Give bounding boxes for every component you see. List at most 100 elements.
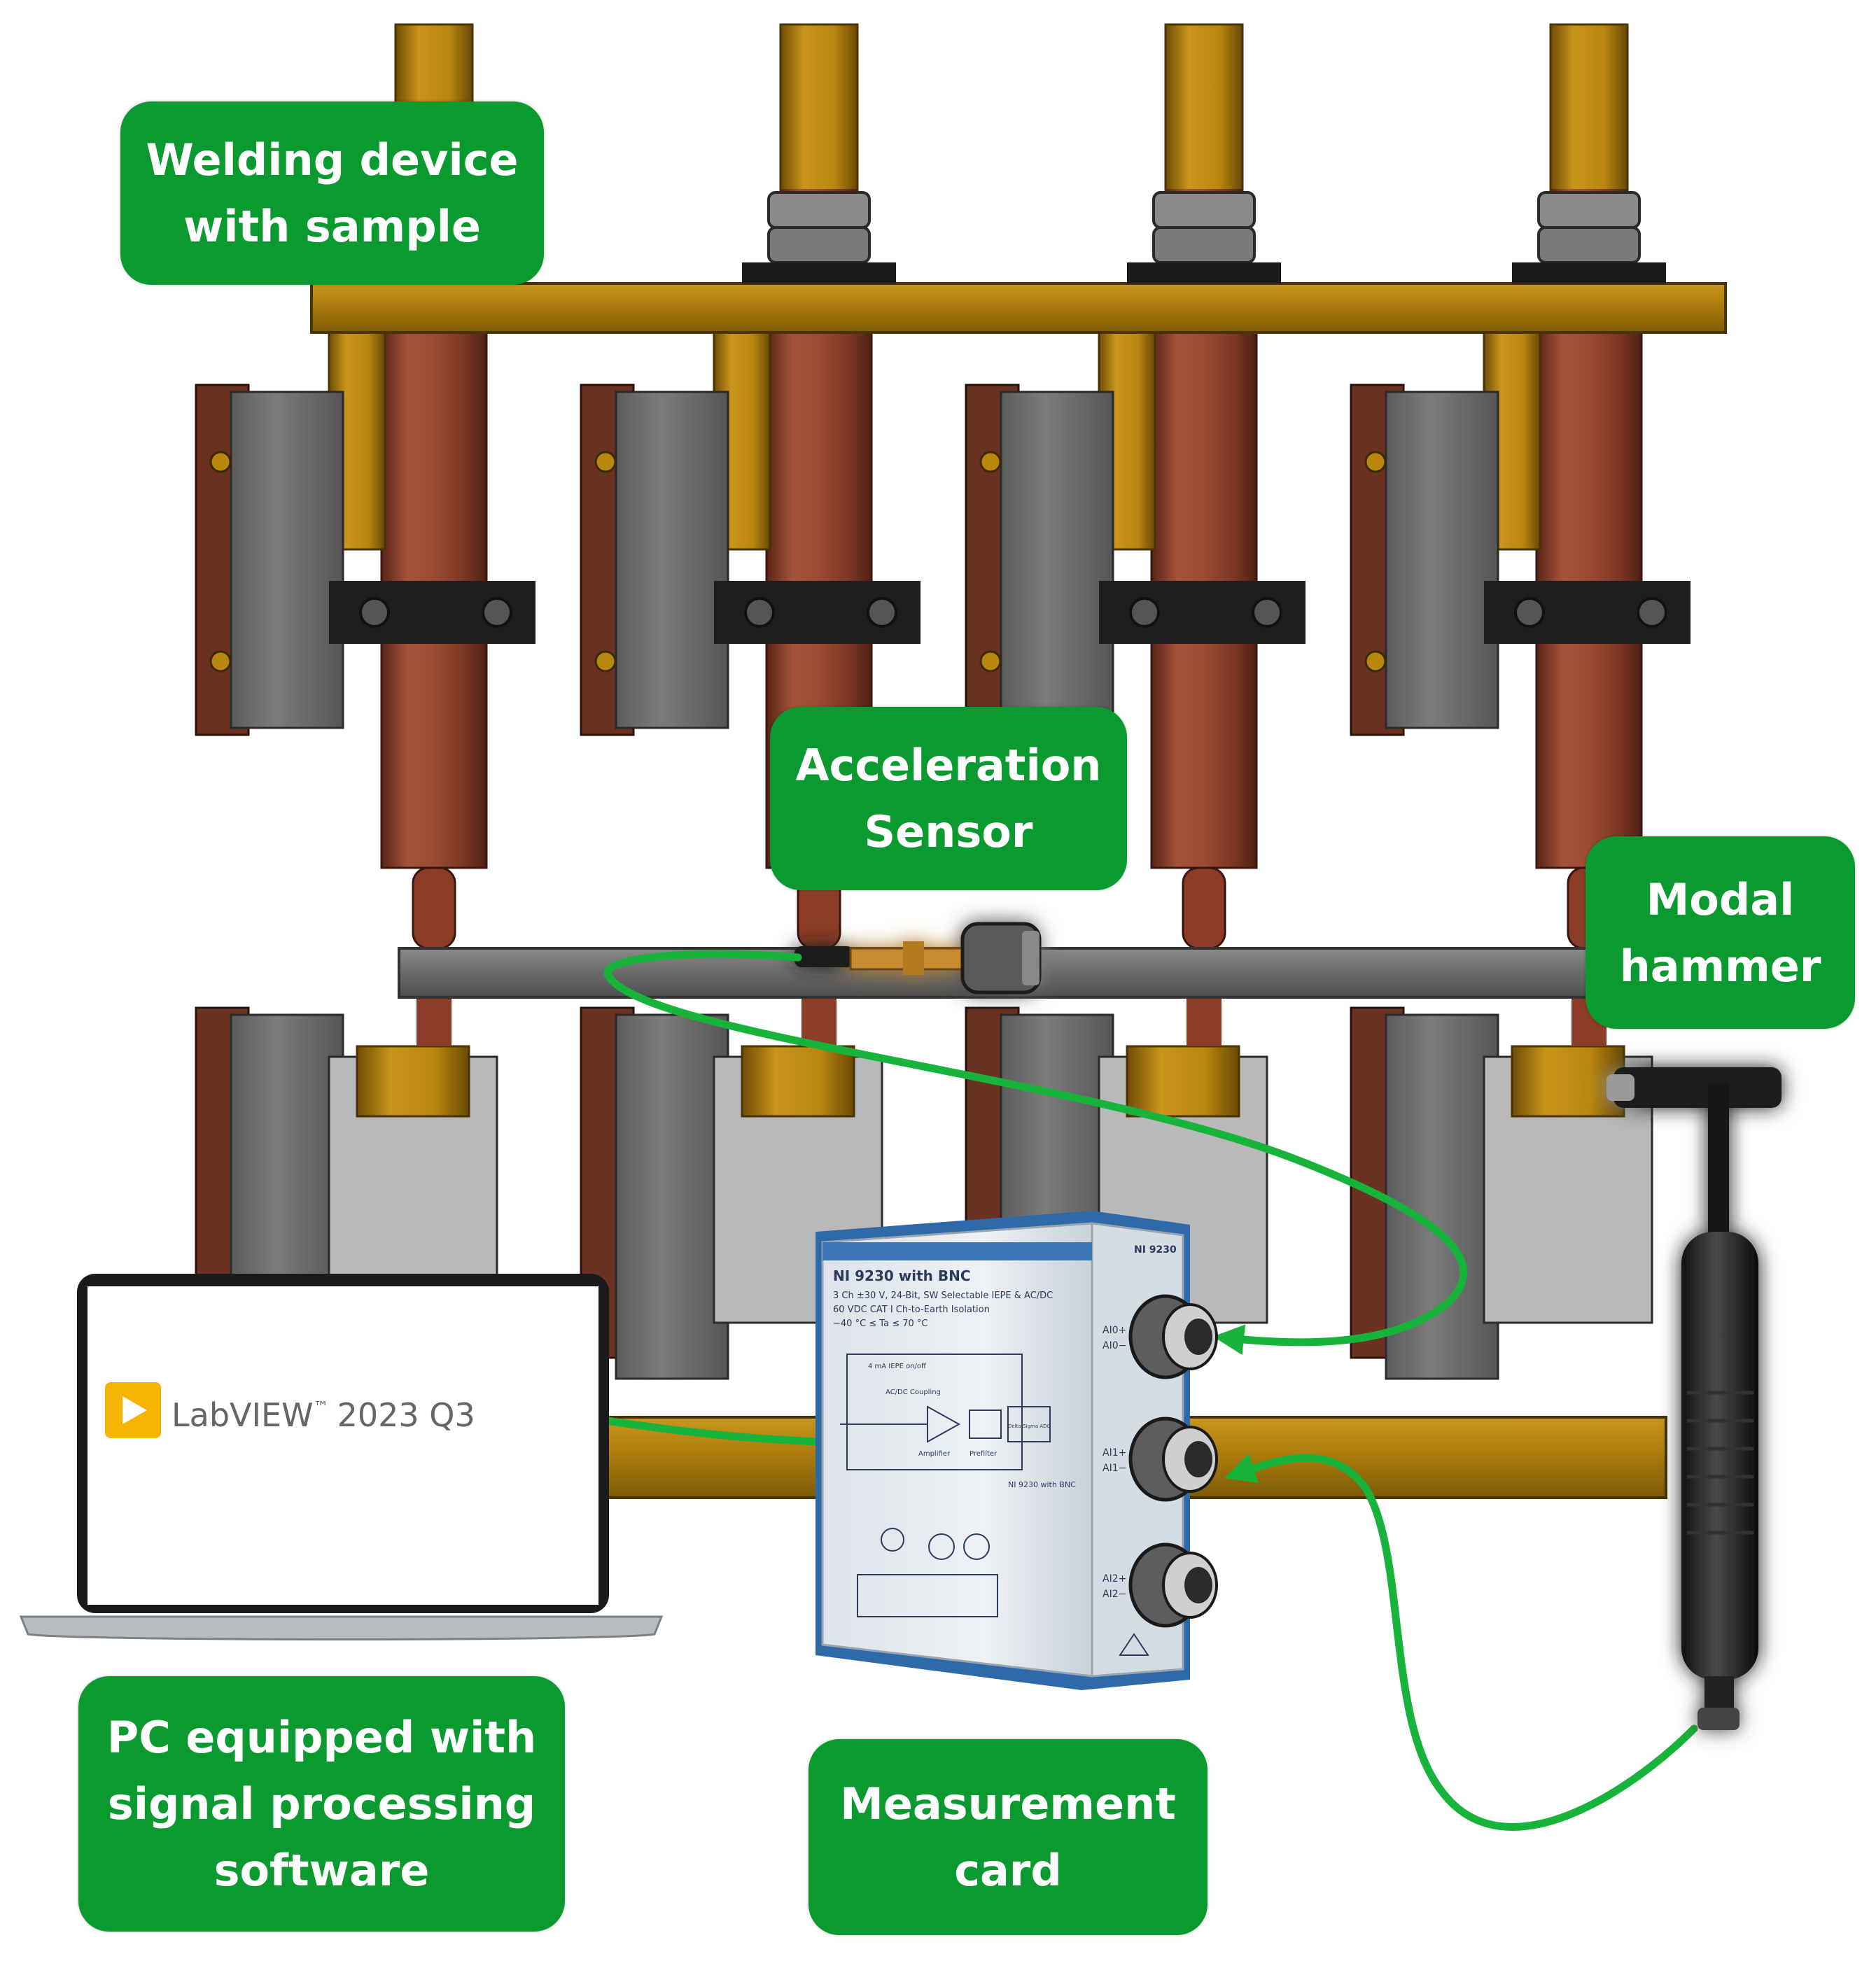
labview-play-icon (122, 1396, 147, 1424)
pc-label-line-1: PC equipped with (106, 1712, 537, 1763)
card-block-diagram (840, 1354, 1051, 1470)
hex-nut (767, 191, 871, 229)
measurement-card-device: NI 9230 with BNC 3 Ch ±30 V, 24-Bit, SW … (816, 1211, 1218, 1690)
holder-screw (594, 650, 617, 673)
clamp-screw (1129, 597, 1160, 628)
holder-block (230, 391, 344, 729)
certification-marks (857, 1528, 1149, 1656)
electrode-column-4 (1350, 23, 1690, 950)
pc-label-line-3: software (214, 1845, 430, 1896)
card-amp-label: Amplifier (918, 1450, 951, 1458)
lower-electrode-tip (1186, 997, 1222, 1046)
washer (1127, 262, 1281, 283)
electrode-columns (195, 23, 1690, 950)
channel-label: AI0− (1102, 1340, 1126, 1351)
card-model-label: NI 9230 with BNC (833, 1267, 971, 1284)
laptop-screen (88, 1286, 598, 1605)
measurement-card-label-line-2: card (954, 1845, 1062, 1896)
lower-holder-block (615, 1013, 729, 1380)
acceleration-sensor-label-line-2: Sensor (864, 806, 1033, 857)
laptop-base (19, 1615, 664, 1640)
electrode-tip (412, 866, 456, 950)
acceleration-sensor (794, 922, 1042, 994)
holder-screw (1364, 451, 1387, 473)
lower-holder-block (1385, 1013, 1499, 1380)
holder-block (1000, 391, 1114, 729)
hex-nut (1537, 191, 1641, 229)
clamp-screw (359, 597, 390, 628)
channel-label: AI1+ (1102, 1447, 1126, 1459)
hammer-cable (1224, 1454, 1698, 1831)
bnc-connector-ai2 (1128, 1542, 1218, 1628)
holder-screw (1364, 650, 1387, 673)
labview-title: LabVIEW™ 2023 Q3 (172, 1396, 475, 1434)
lower-holder-2 (580, 997, 883, 1380)
channel-label: AI0+ (1102, 1325, 1126, 1336)
card-iepe-label: 4 mA IEPE on/off (868, 1363, 927, 1370)
holder-screw (979, 650, 1002, 673)
channel-label: AI1− (1102, 1463, 1126, 1474)
electrode-column-3 (965, 23, 1306, 950)
clamp-screw (867, 597, 897, 628)
lower-electrode-tip (416, 997, 451, 1046)
clamp-screw (1514, 597, 1545, 628)
modal-hammer-label-line-1: Modal (1646, 873, 1795, 925)
labview-trademark: ™ (314, 1399, 329, 1417)
welding-device-callout: Welding device with sample (120, 101, 544, 285)
modal-hammer (1606, 1067, 1782, 1730)
electrode-column-2 (580, 23, 920, 950)
card-spec-line-1: 3 Ch ±30 V, 24-Bit, SW Selectable IEPE &… (833, 1291, 1053, 1301)
card-adc-label: Delta-Sigma ADC (1008, 1424, 1051, 1429)
laptop: LabVIEW™ 2023 Q3 (19, 1274, 664, 1640)
column-nuts (742, 191, 1666, 283)
lower-electrode-tip (802, 997, 836, 1046)
lower-brass-cap (1511, 1045, 1625, 1118)
card-side-model: NI 9230 (1134, 1244, 1177, 1256)
hex-nut (1152, 226, 1256, 264)
sensor-cable (603, 950, 1468, 1356)
electrode-tip (1182, 866, 1226, 950)
lower-brass-cap (1126, 1045, 1240, 1118)
acceleration-sensor-label-line-1: Acceleration (795, 740, 1102, 791)
washer (1512, 262, 1666, 283)
modal-hammer-callout: Modal hammer (1586, 836, 1855, 1029)
welding-device-label-line-2: with sample (183, 201, 481, 252)
labview-name: LabVIEW (172, 1396, 314, 1434)
lower-holder-4 (1350, 997, 1653, 1380)
clamp-screw (744, 597, 775, 628)
bnc-connector-ai1 (1128, 1417, 1218, 1502)
holder-screw (979, 451, 1002, 473)
hex-nut (767, 226, 871, 264)
measurement-card-callout: Measurement card (808, 1739, 1208, 1935)
card-prefilter-label: Prefilter (969, 1450, 997, 1458)
card-spec-line-2: 60 VDC CAT I Ch-to-Earth Isolation (833, 1305, 990, 1315)
lower-brass-cap (356, 1045, 470, 1118)
holder-screw (209, 650, 232, 673)
top-brass-plate (310, 282, 1727, 334)
card-spec-line-3: −40 °C ≤ Ta ≤ 70 °C (833, 1319, 927, 1329)
holder-block (615, 391, 729, 729)
hex-nut (1152, 191, 1256, 229)
lower-brass-cap (741, 1045, 855, 1118)
channel-label: AI2− (1102, 1589, 1126, 1600)
card-coupling-label: AC/DC Coupling (886, 1389, 941, 1396)
holder-screw (594, 451, 617, 473)
bnc-connector-ai0 (1128, 1294, 1218, 1379)
measurement-card-label-line-1: Measurement (840, 1778, 1176, 1829)
labview-version: 2023 Q3 (337, 1396, 475, 1434)
washer (742, 262, 896, 283)
holder-screw (209, 451, 232, 473)
clamp-screw (1252, 597, 1282, 628)
channel-labels: AI0+ AI0− AI1+ AI1− AI2+ AI2− (1102, 1325, 1126, 1600)
modal-hammer-label-line-2: hammer (1619, 940, 1821, 992)
welding-device-label-line-1: Welding device (146, 134, 519, 185)
holder-block (1385, 391, 1499, 729)
channel-label: AI2+ (1102, 1573, 1126, 1584)
pc-callout: PC equipped with signal processing softw… (78, 1676, 565, 1932)
acceleration-sensor-callout: Acceleration Sensor (770, 707, 1127, 890)
clamp-screw (482, 597, 512, 628)
pc-label-line-2: signal processing (107, 1778, 536, 1829)
card-footer-label: NI 9230 with BNC (1008, 1480, 1076, 1489)
hex-nut (1537, 226, 1641, 264)
